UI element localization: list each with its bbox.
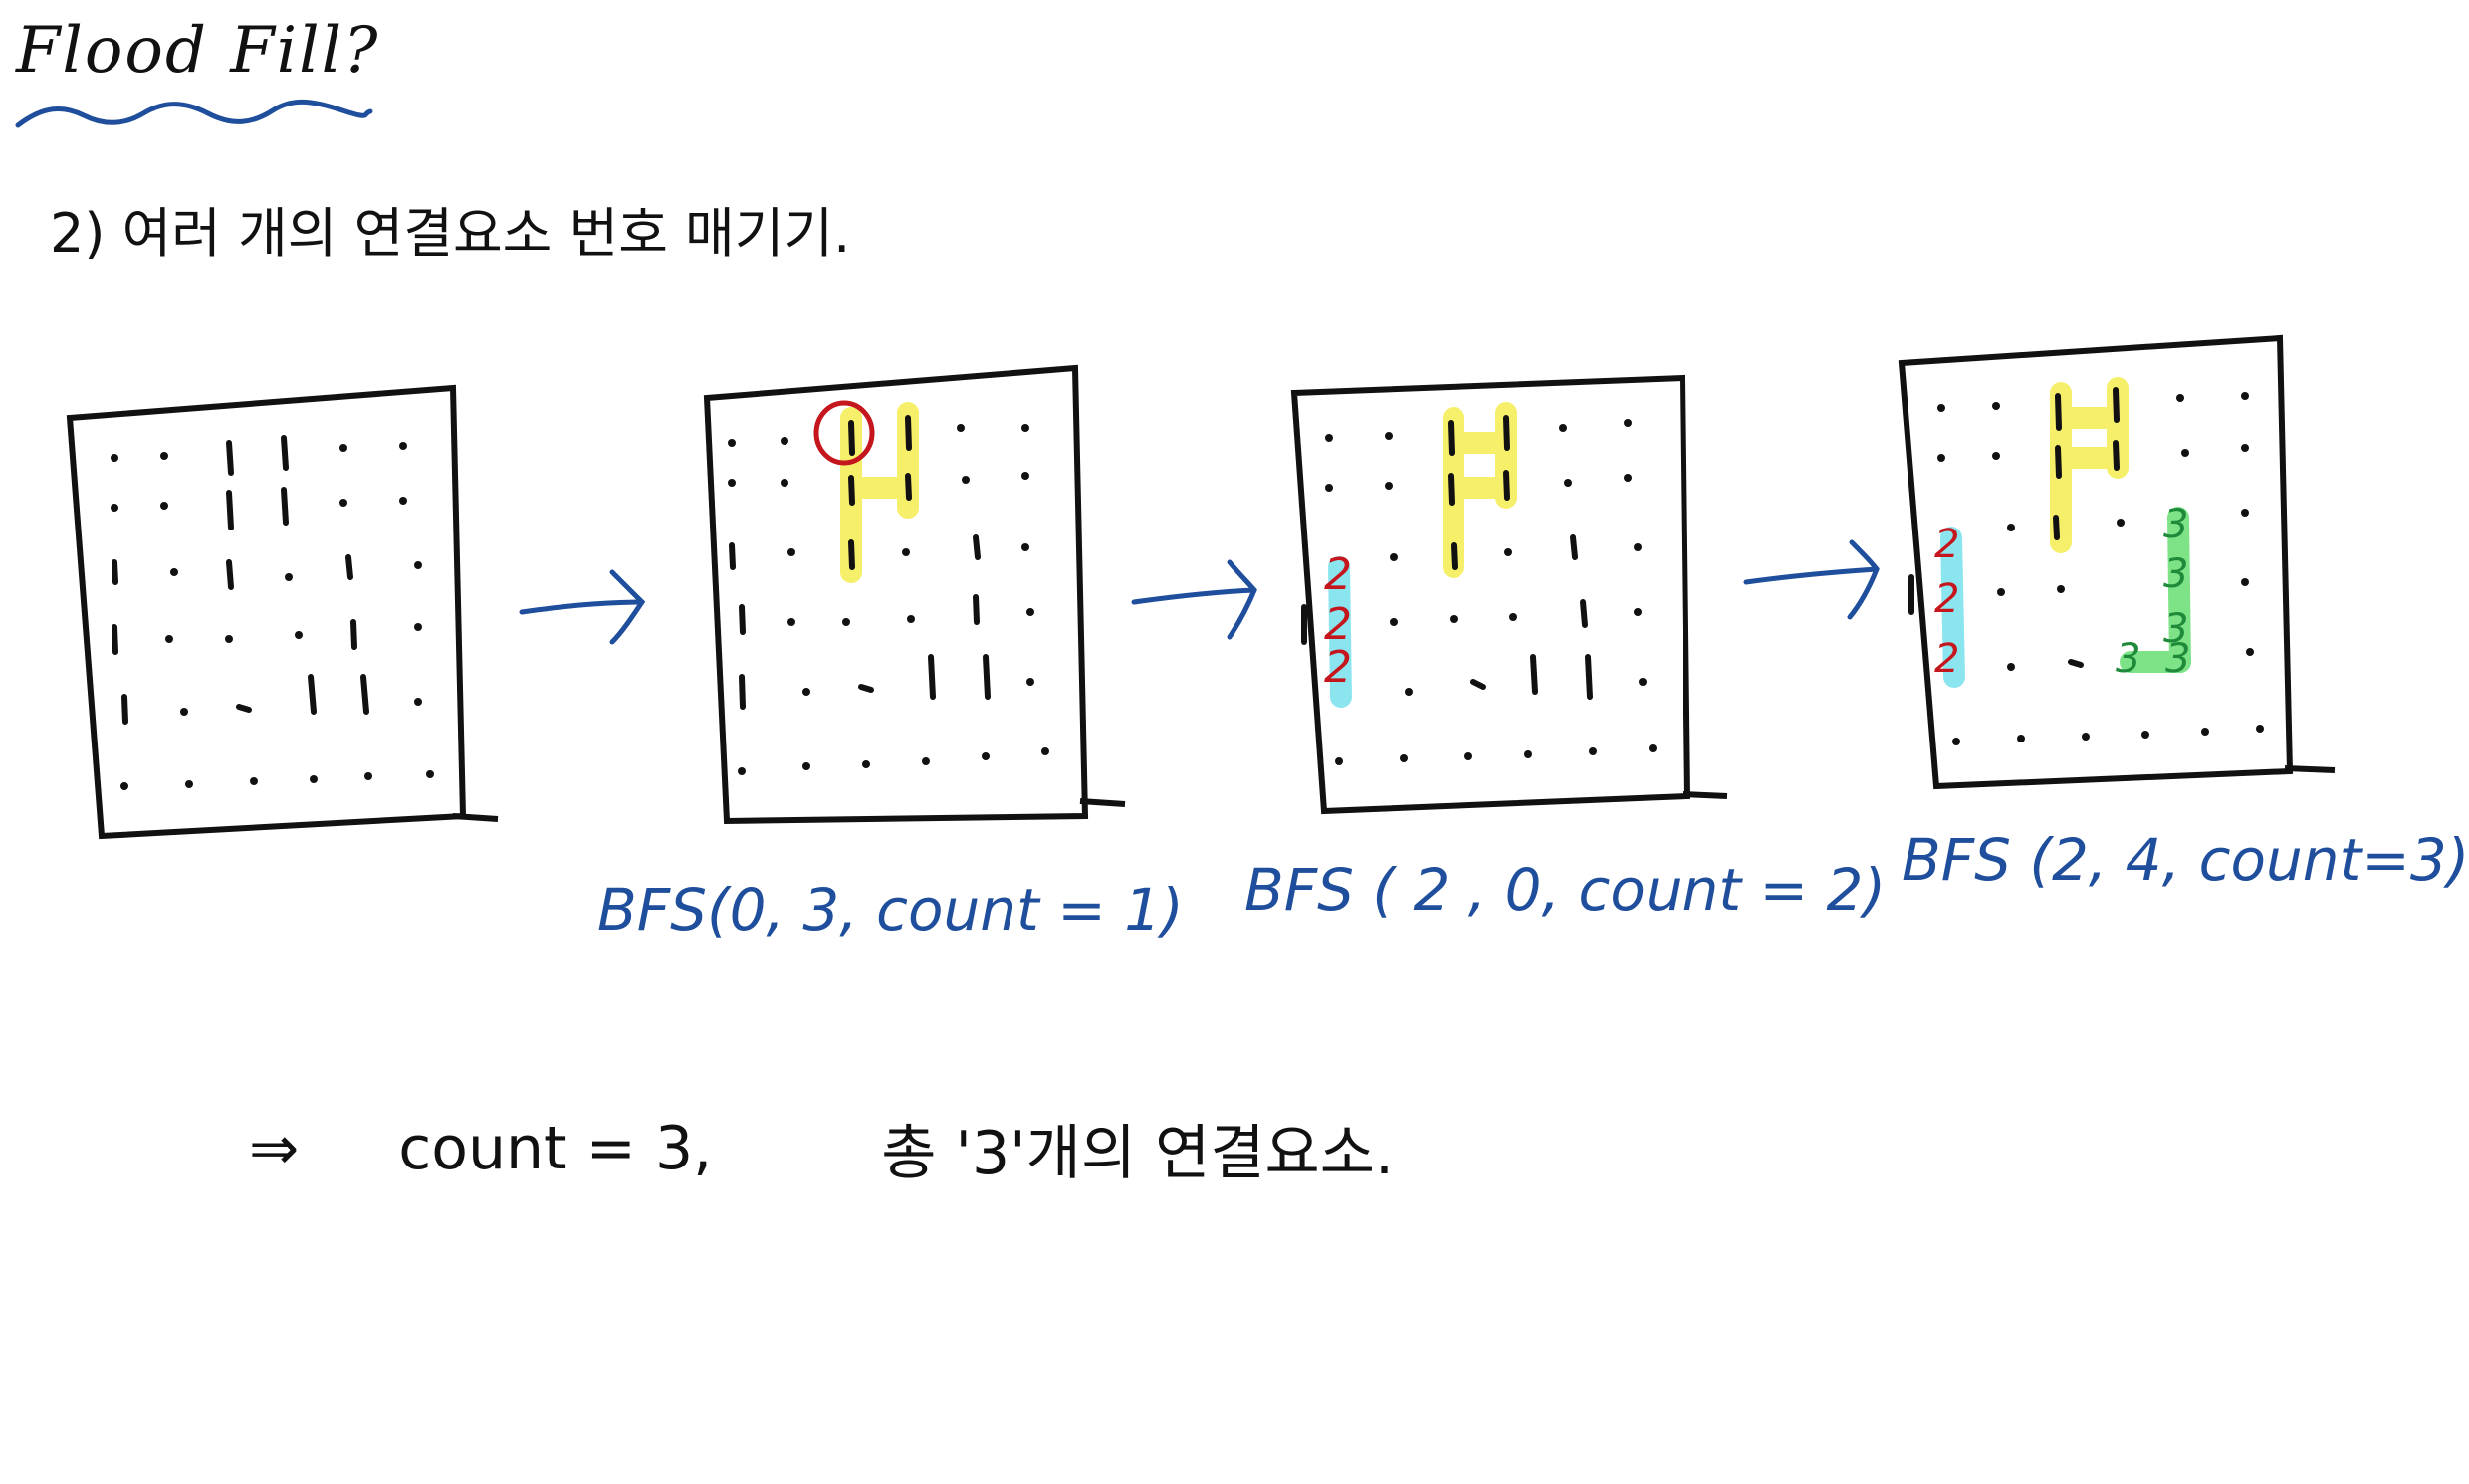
conclusion: ⇒ count = 3, 총 '3'개의 연결요소.	[249, 1105, 1394, 1191]
conclusion-total: 총 '3'개의 연결요소.	[881, 1119, 1395, 1188]
label-2-b: 2	[1934, 576, 1959, 622]
label-3-b: 3	[2163, 551, 2188, 597]
grid-step-1	[703, 364, 1126, 825]
label-2-c: 2	[1934, 636, 1959, 682]
grid-initial	[66, 384, 499, 840]
label-3-c: 3	[2163, 606, 2188, 652]
page-title: Flood Fill?	[16, 14, 380, 88]
label-2-a: 2	[1934, 522, 1959, 567]
grid-step-2: 2 2 2	[1290, 374, 1728, 815]
grid-step-3: 2 2 2 3 3 3 3 3	[1898, 334, 2336, 790]
label-3-e: 3	[2165, 636, 2190, 682]
arrow-2	[1131, 559, 1257, 640]
implies-symbol: ⇒	[249, 1113, 300, 1183]
caption-step-2: BFS ( 2 , 0, count = 2)	[1244, 856, 1887, 924]
label-3-a: 3	[2163, 502, 2188, 547]
caption-step-1: BFS(0, 3, count = 1)	[597, 876, 1184, 944]
caption-step-3: BFS (2, 4, count=3)	[1902, 826, 2469, 894]
arrow-1	[519, 569, 646, 645]
label-2-b: 2	[1324, 599, 1352, 650]
label-3-d: 3	[2116, 636, 2140, 682]
label-2-a: 2	[1324, 549, 1352, 600]
label-2-c: 2	[1324, 642, 1352, 693]
arrow-3	[1743, 539, 1880, 620]
title-underline	[15, 99, 373, 128]
conclusion-count: count = 3,	[398, 1113, 713, 1183]
subtitle: 2) 여러 개의 연결요소 번호 매기기.	[50, 202, 851, 265]
